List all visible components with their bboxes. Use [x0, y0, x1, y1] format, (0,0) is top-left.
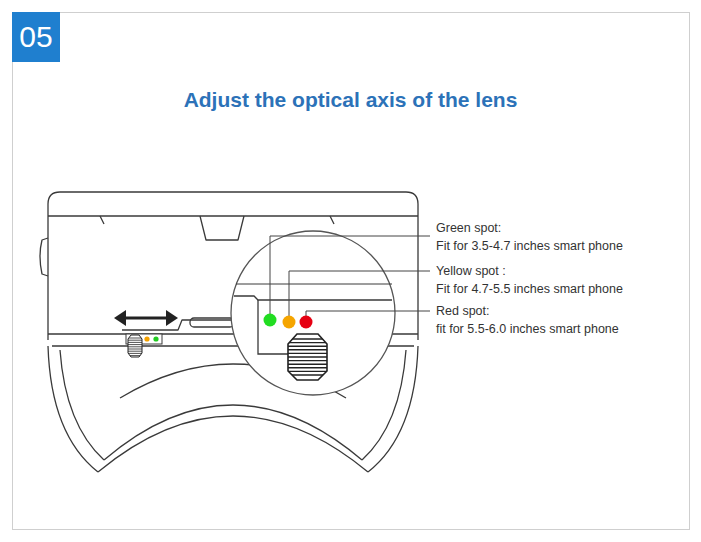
slider-track-zoom — [234, 296, 392, 300]
small-slider — [126, 334, 162, 357]
spot-note: Fit for 4.7-5.5 inches smart phone — [436, 282, 623, 296]
knob-grip-line — [286, 356, 329, 357]
magnifier — [231, 231, 430, 395]
knob-grip-line — [127, 355, 143, 356]
knob-grip-line — [286, 338, 329, 339]
slider-track — [122, 320, 232, 330]
leader-line — [306, 311, 430, 322]
knob-grip-line — [286, 367, 329, 368]
arrow-shaft — [124, 317, 168, 320]
title: Adjust the optical axis of the lens — [0, 88, 701, 112]
headset-notch — [200, 216, 244, 240]
knob-grip-line — [127, 346, 143, 347]
knob-grip-line — [286, 371, 329, 372]
face-foam-inner — [60, 350, 104, 460]
small-knob — [128, 335, 142, 357]
leader-line — [289, 271, 430, 322]
knob-grip-line — [286, 346, 329, 347]
face-foam-left — [48, 346, 98, 472]
spot-name: Red spot: — [436, 304, 490, 318]
knob-grip — [127, 338, 143, 356]
spot-name: Yellow spot : — [436, 264, 506, 278]
knob-grip — [286, 339, 329, 375]
knob-grip-line — [127, 342, 143, 343]
red-spot — [300, 316, 313, 329]
knob-grip-line — [286, 349, 329, 350]
green-dot — [153, 336, 158, 341]
step-badge: 05 — [12, 12, 60, 62]
adjust-arrow — [114, 310, 178, 326]
headset — [40, 192, 418, 472]
spot-note: Fit for 3.5-4.7 inches smart phone — [436, 239, 623, 253]
step-number: 05 — [19, 20, 52, 54]
arrow-head — [114, 310, 178, 326]
face-arch — [98, 416, 368, 472]
knob-grip-line — [127, 340, 143, 341]
knob-grip-line — [286, 353, 329, 354]
leader-line — [270, 236, 430, 320]
magnifier-circle — [231, 231, 395, 395]
knob-grip-line — [286, 374, 329, 375]
headset-rim — [48, 215, 418, 216]
knob-grip-line — [127, 349, 143, 350]
spot-note: fit for 5.5-6.0 inches smart phone — [436, 322, 619, 336]
knob-grip-line — [286, 364, 329, 365]
knob-grip-line — [286, 342, 329, 343]
headset-button — [40, 238, 48, 276]
body-edge-zoom — [236, 284, 392, 285]
knob-grip-line — [127, 338, 143, 339]
knob-grip-line — [127, 344, 143, 345]
face-arch-inner — [104, 405, 362, 460]
yellow-spot — [283, 316, 296, 329]
knob-grip-line — [127, 353, 143, 354]
green-spot — [264, 314, 277, 327]
spot-name: Green spot: — [436, 221, 501, 235]
knob-grip-line — [286, 360, 329, 361]
knob-grip-line — [127, 351, 143, 352]
headset-tick — [100, 216, 334, 224]
yellow-dot — [144, 336, 149, 341]
